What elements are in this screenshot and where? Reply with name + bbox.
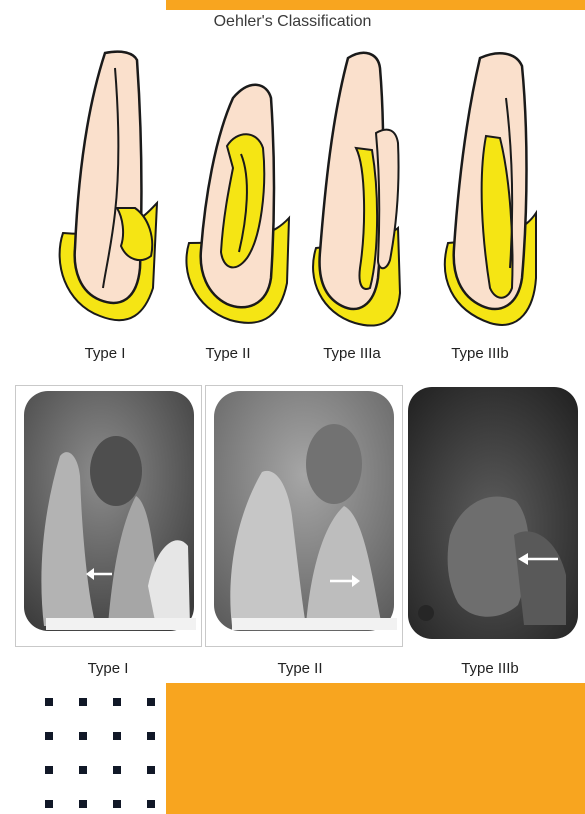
- tooth-diagram-type-1: [45, 38, 185, 338]
- decorative-dot-grid: [45, 698, 165, 814]
- film-marker: [418, 605, 434, 621]
- radiograph-type-2: [205, 385, 403, 647]
- radiograph-caption-1: Type I: [38, 660, 178, 677]
- decorative-dot: [147, 732, 155, 740]
- dark-lesion: [90, 436, 142, 506]
- decorative-dot: [113, 732, 121, 740]
- decorative-dot: [45, 698, 53, 706]
- radiograph-caption-3b: Type IIIb: [420, 660, 560, 677]
- root-outline: [75, 52, 142, 303]
- decorative-dot: [45, 800, 53, 808]
- tooth-diagram-type-3a: [300, 38, 440, 338]
- radiograph-type-1: [15, 385, 202, 647]
- film-edge: [232, 618, 397, 630]
- decorative-dot: [79, 732, 87, 740]
- type-label-3b: Type IIIb: [430, 345, 530, 362]
- type-label-2: Type II: [178, 345, 278, 362]
- decorative-dot: [45, 732, 53, 740]
- decorative-dot: [79, 800, 87, 808]
- dark-lesion: [306, 424, 362, 504]
- tooth-diagram-type-3b: [430, 38, 570, 338]
- diagram-title: Oehler's Classification: [0, 13, 585, 31]
- radiograph-type-3b: [406, 385, 581, 645]
- radiograph-caption-2: Type II: [230, 660, 370, 677]
- decorative-dot: [147, 698, 155, 706]
- decorative-dot: [147, 800, 155, 808]
- decorative-dot: [45, 766, 53, 774]
- decorative-dot: [79, 766, 87, 774]
- tooth-diagram-type-2: [175, 38, 315, 338]
- decorative-dot: [113, 766, 121, 774]
- decorative-dot: [79, 698, 87, 706]
- type-label-1: Type I: [55, 345, 155, 362]
- type-label-3a: Type IIIa: [302, 345, 402, 362]
- orange-accent-block-bottom: [166, 683, 585, 814]
- orange-accent-bar-top: [166, 0, 585, 10]
- film-edge: [46, 618, 196, 630]
- decorative-dot: [147, 766, 155, 774]
- decorative-dot: [113, 800, 121, 808]
- decorative-dot: [113, 698, 121, 706]
